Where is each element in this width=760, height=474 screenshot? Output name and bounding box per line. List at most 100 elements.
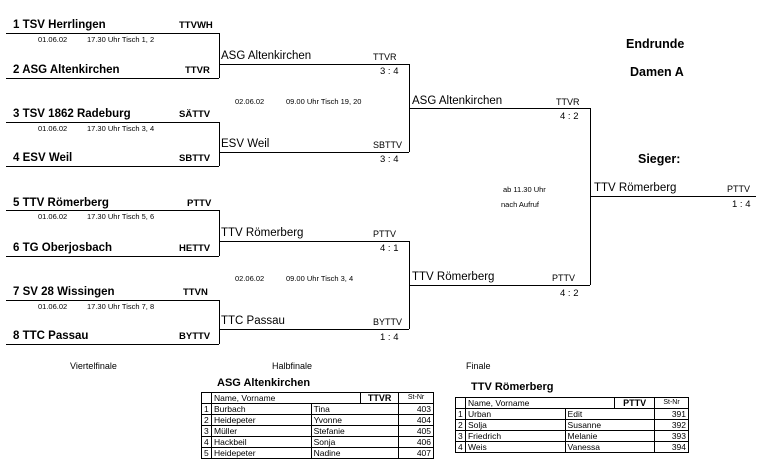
final-team2-name: TTV Römerberg — [412, 271, 495, 283]
roster-cell — [455, 397, 466, 409]
qf2-team2-name: 4 ESV Weil — [13, 152, 73, 164]
roster-nr: 392 — [654, 419, 689, 431]
final-team2-code: PTTV — [552, 273, 576, 283]
sf2-score: 4 : 2 — [560, 288, 579, 299]
roster-no: 1 — [201, 403, 212, 415]
roster-first: Nadine — [310, 447, 400, 459]
qf4-team2-code: BYTTV — [179, 331, 211, 342]
roster-no: 2 — [455, 419, 466, 431]
qf1-score: 3 : 4 — [380, 66, 399, 77]
roster-nr: 404 — [398, 414, 434, 426]
qf3-team2-name: 6 TG Oberjosbach — [13, 242, 113, 254]
round-label-semifinal: Halbfinale — [272, 361, 313, 371]
bracket-line — [219, 241, 409, 242]
bracket-line — [6, 78, 219, 79]
final-score: 1 : 4 — [732, 199, 751, 210]
roster-row: 4 Weis Vanessa 394 — [455, 441, 689, 453]
qf2-team1-code: SÄTTV — [179, 109, 211, 120]
sf2-time: 09.00 Uhr Tisch 3, 4 — [286, 274, 354, 283]
bracket-line — [409, 108, 590, 109]
bracket-line — [219, 152, 409, 153]
qf1-team2-code: TTVR — [185, 65, 210, 76]
sf1-team2-code: SBTTV — [373, 140, 403, 150]
roster-no: 3 — [201, 425, 212, 437]
champion-code: PTTV — [727, 184, 751, 194]
winner-label: Sieger: — [638, 152, 681, 166]
bracket-line — [219, 33, 220, 78]
roster-cell — [201, 392, 212, 404]
roster-team-code: PTTV — [614, 397, 656, 409]
roster-no: 1 — [455, 408, 466, 420]
roster-table-asg: Name, Vorname TTVR St-Nr 1 Burbach Tina … — [201, 392, 434, 459]
roster-no: 2 — [201, 414, 212, 426]
qf3-score: 4 : 1 — [380, 243, 399, 254]
roster-nr: 403 — [398, 403, 434, 415]
final-time-line2: nach Aufruf — [501, 200, 539, 209]
roster-no: 4 — [455, 441, 466, 453]
qf1-team1-code: TTVWH — [179, 20, 213, 31]
qf2-date: 01.06.02 — [38, 124, 68, 133]
bracket-line — [590, 196, 756, 197]
roster-title: TTV Römerberg — [471, 381, 554, 393]
roster-nr: 391 — [654, 408, 689, 420]
roster-nr: 393 — [654, 430, 689, 442]
qf3-team1-name: 5 TTV Römerberg — [13, 197, 109, 209]
roster-nr: 406 — [398, 436, 434, 448]
roster-nr: 394 — [654, 441, 689, 453]
sf2-date: 02.06.02 — [235, 274, 265, 283]
sf1-time: 09.00 Uhr Tisch 19, 20 — [286, 97, 362, 106]
roster-no: 3 — [455, 430, 466, 442]
roster-last: Müller — [210, 425, 312, 437]
bracket-line — [219, 210, 220, 256]
page-subtitle: Damen A — [630, 65, 684, 79]
roster-row: 1 Burbach Tina 403 — [201, 403, 434, 415]
qf1-time: 17.30 Uhr Tisch 1, 2 — [87, 35, 155, 44]
sf1-score: 4 : 2 — [560, 111, 579, 122]
roster-no: 4 — [201, 436, 212, 448]
roster-col-name: Name, Vorname — [210, 392, 362, 404]
roster-col-nr: St-Nr — [398, 392, 434, 404]
roster-col-nr: St-Nr — [654, 397, 689, 409]
roster-title: ASG Altenkirchen — [217, 377, 311, 389]
sf1-team1-code: TTVR — [373, 52, 397, 62]
bracket-line — [219, 64, 409, 65]
roster-no: 5 — [201, 447, 212, 459]
final-time-line1: ab 11.30 Uhr — [503, 185, 546, 194]
qf3-team2-code: HETTV — [179, 243, 211, 254]
roster-last: Weis — [464, 441, 566, 453]
roster-last: Burbach — [210, 403, 312, 415]
bracket-line — [6, 256, 219, 257]
sf1-date: 02.06.02 — [235, 97, 265, 106]
roster-header-row: Name, Vorname TTVR St-Nr — [201, 392, 434, 404]
roster-row: 1 Urban Edit 391 — [455, 408, 689, 420]
bracket-line — [219, 329, 409, 330]
round-label-quarterfinal: Viertelfinale — [70, 361, 117, 371]
qf4-team1-code: TTVN — [183, 287, 208, 298]
final-team1-name: ASG Altenkirchen — [412, 95, 503, 107]
page-title: Endrunde — [626, 37, 685, 51]
roster-row: 2 Heidepeter Yvonne 404 — [201, 414, 434, 426]
roster-first: Yvonne — [310, 414, 400, 426]
roster-first: Edit — [564, 408, 656, 420]
qf1-team2-name: 2 ASG Altenkirchen — [13, 64, 120, 76]
roster-nr: 407 — [398, 447, 434, 459]
qf4-team2-name: 8 TTC Passau — [13, 330, 89, 342]
qf3-team1-code: PTTV — [187, 198, 212, 209]
roster-row: 3 Müller Stefanie 405 — [201, 425, 434, 437]
sf2-team1-name: TTV Römerberg — [221, 227, 304, 239]
roster-last: Heidepeter — [210, 414, 312, 426]
roster-nr: 405 — [398, 425, 434, 437]
qf3-date: 01.06.02 — [38, 212, 68, 221]
qf4-date: 01.06.02 — [38, 302, 68, 311]
roster-row: 4 Hackbeil Sonja 406 — [201, 436, 434, 448]
qf2-team2-code: SBTTV — [179, 153, 211, 164]
sf1-team1-name: ASG Altenkirchen — [221, 50, 312, 62]
roster-first: Sonja — [310, 436, 400, 448]
roster-last: Solja — [464, 419, 566, 431]
bracket-line — [219, 122, 220, 166]
round-label-final: Finale — [466, 361, 491, 371]
bracket-line — [6, 210, 219, 211]
roster-row: 2 Solja Susanne 392 — [455, 419, 689, 431]
sf2-team2-name: TTC Passau — [221, 315, 285, 327]
